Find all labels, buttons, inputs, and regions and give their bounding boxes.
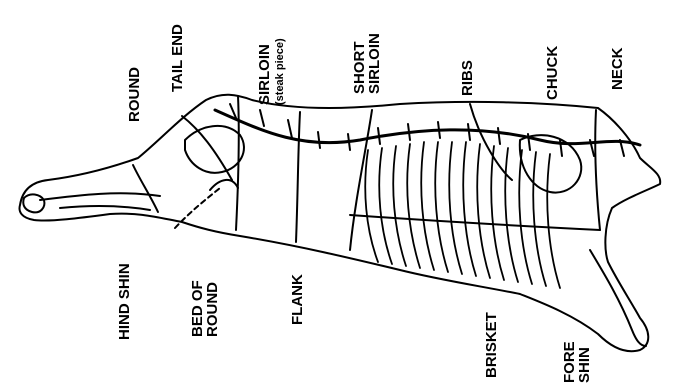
hind-leg-bones	[40, 193, 160, 210]
label-ribs: RIBS	[460, 60, 475, 96]
label-hind-shin: HIND SHIN	[117, 263, 132, 340]
label-short-sirloin: SHORT SIRLOIN	[352, 33, 382, 94]
cut-line-round-shin	[133, 165, 158, 212]
label-sirloin: SIRLOIN (steak piece)	[257, 38, 286, 105]
label-brisket: BRISKET	[484, 312, 499, 378]
rib-bones	[365, 142, 560, 288]
label-flank: FLANK	[290, 274, 305, 325]
label-bed-of-round: BED OF ROUND	[190, 280, 220, 337]
label-round: ROUND	[127, 67, 142, 122]
label-fore-shin: FORE SHIN	[562, 341, 592, 383]
spine	[215, 110, 640, 145]
fore-shin-bone	[590, 250, 646, 346]
cut-line-chuck-neck	[595, 110, 600, 230]
pelvis-bones	[185, 126, 244, 173]
label-chuck: CHUCK	[545, 46, 560, 100]
cut-line-sirloin-short	[296, 112, 300, 242]
label-tail-end: TAIL END	[170, 24, 185, 92]
cut-line-bed-of-round	[175, 188, 220, 228]
cut-line-brisket	[350, 215, 600, 230]
label-neck: NECK	[610, 47, 625, 90]
